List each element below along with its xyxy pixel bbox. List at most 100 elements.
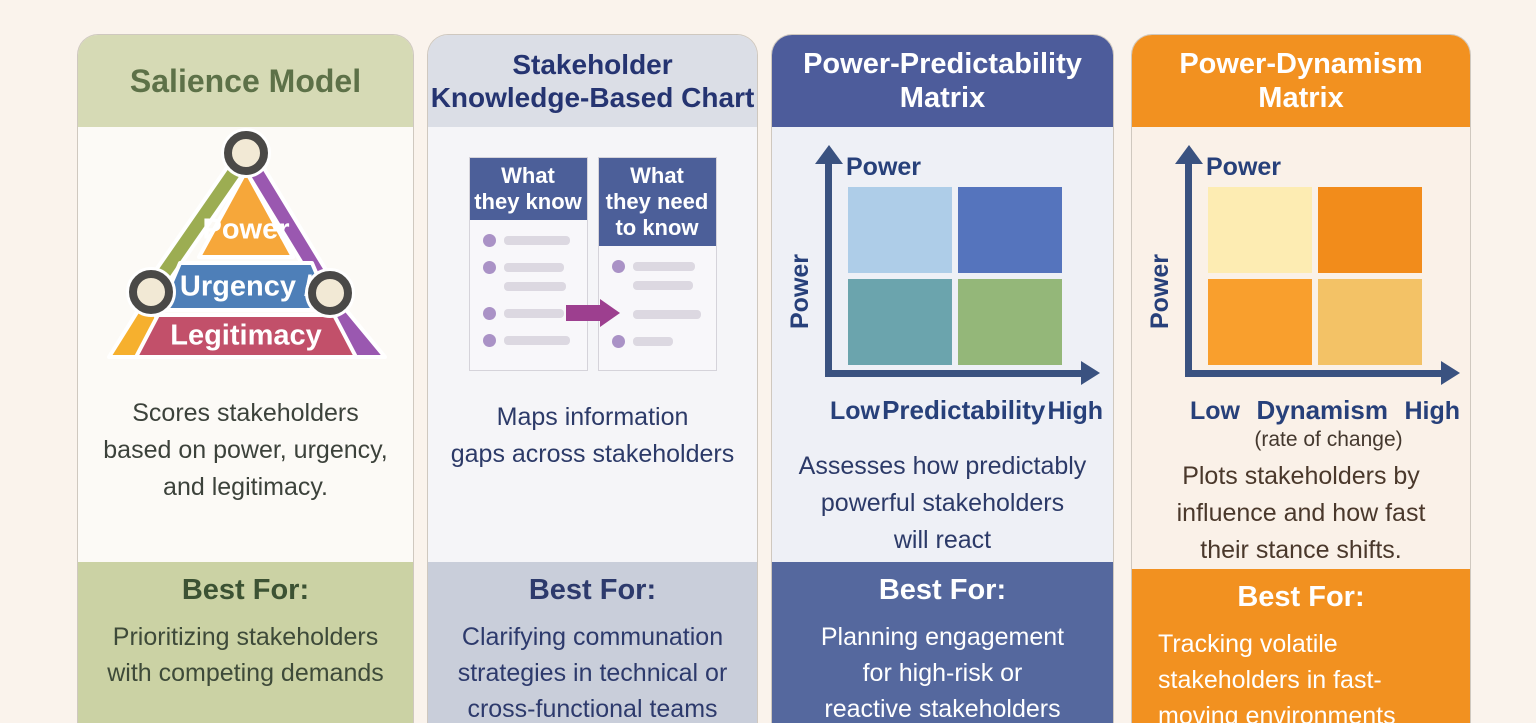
best-for-section: Best For: Prioritizing stakeholders with…	[78, 562, 413, 723]
know-panel-left: What they know	[468, 157, 588, 371]
bullet-line	[503, 236, 570, 245]
quadrant-bottom-right	[958, 279, 1062, 365]
card-title-line: Matrix	[899, 82, 986, 114]
best-for-section: Best For: Planning engagement for high-r…	[772, 562, 1113, 723]
panel-bullet-list	[599, 246, 716, 348]
bullet-dot	[482, 261, 496, 274]
best-for-text: Clarifying communation strategies in tec…	[428, 619, 757, 723]
best-for-text: Tracking volatile stakeholders in fast- …	[1132, 626, 1470, 723]
salience-triangle-diagram: Power Urgency / Legitimacy	[106, 128, 387, 359]
y-axis-side-label: Power	[1146, 253, 1174, 329]
card-power-dynamism: Power-Dynamism Matrix Power Power	[1132, 35, 1470, 723]
description-line: their stance shifts.	[1200, 536, 1402, 564]
bullet-row	[482, 234, 587, 247]
card-title-line: Stakeholder	[512, 49, 673, 80]
card-description: Scores stakeholders based on power, urge…	[78, 395, 413, 506]
best-for-line: strategies in technical or	[457, 659, 728, 687]
x-axis-labels: Low Dynamism High	[1190, 395, 1460, 426]
best-for-line: Prioritizing stakeholders	[112, 623, 379, 651]
description-line: influence and how fast	[1176, 499, 1426, 527]
description-line: powerful stakeholders	[820, 489, 1065, 517]
best-for-section: Best For: Clarifying communation strateg…	[428, 562, 757, 723]
card-body: What they know What they need	[428, 127, 757, 562]
matrix-diagram: Power Power Low Dynamism High	[1132, 145, 1470, 452]
panel-header-line: What	[501, 163, 555, 188]
card-header: Salience Model	[78, 35, 413, 127]
bullet-row	[611, 260, 716, 273]
matrix-plot-area: Power Power	[772, 145, 1113, 387]
card-salience-model: Salience Model Power Urgency / Le	[78, 35, 413, 723]
bullet-line	[632, 262, 695, 271]
description-line: will react	[893, 526, 992, 554]
best-for-label: Best For:	[181, 574, 310, 606]
card-header: Power-Predictability Matrix	[772, 35, 1113, 127]
best-for-text: Prioritizing stakeholders with competing…	[78, 619, 413, 691]
bullet-line	[632, 281, 693, 290]
y-axis-arrow-icon	[1175, 145, 1203, 164]
panel-bullet-list	[470, 220, 587, 347]
x-axis-high-label: High	[1404, 397, 1460, 425]
best-for-line: Planning engagement	[820, 623, 1065, 651]
triangle-node-top	[220, 128, 271, 178]
bullet-dot	[611, 260, 625, 273]
y-axis-label: Power	[1206, 153, 1282, 181]
bullet-dot	[482, 234, 496, 247]
best-for-line: stakeholders in fast-	[1158, 666, 1382, 694]
bullet-dot	[611, 335, 625, 348]
bullet-row	[483, 280, 587, 293]
description-line: Maps information	[496, 403, 689, 431]
card-header: Power-Dynamism Matrix	[1132, 35, 1470, 127]
bullet-line	[632, 337, 673, 346]
description-line: Scores stakeholders	[132, 399, 359, 427]
x-axis-arrow-icon	[1441, 361, 1460, 385]
description-line: Plots stakeholders by	[1182, 462, 1420, 490]
power-band-label: Power	[202, 214, 289, 246]
best-for-label: Best For:	[1237, 581, 1365, 613]
description-line: gaps across stakeholders	[450, 440, 735, 468]
card-description: Assesses how predictably powerful stakeh…	[772, 448, 1113, 559]
card-power-predictability: Power-Predictability Matrix Power Power	[772, 35, 1113, 723]
card-title-line: Power-Predictability	[803, 48, 1082, 80]
description-line: and legitimacy.	[163, 473, 328, 501]
bullet-row	[482, 334, 587, 347]
matrix-diagram: Power Power Low Predictability High	[772, 145, 1113, 426]
bullet-row	[612, 308, 716, 321]
card-knowledge-chart: Stakeholder Knowledge-Based Chart What t…	[428, 35, 757, 723]
quadrant-top-right	[1318, 187, 1422, 273]
know-panel-left-header: What they know	[469, 158, 587, 220]
card-body: Power Power Low Predictability High	[772, 127, 1113, 562]
x-axis-label: Dynamism	[1256, 395, 1388, 425]
best-for-line: Clarifying communation	[461, 623, 724, 651]
bullet-dot	[482, 334, 496, 347]
x-axis-sublabel: (rate of change)	[1254, 428, 1403, 451]
card-body: Power Power Low Dynamism High	[1132, 127, 1470, 569]
best-for-label: Best For:	[528, 574, 657, 606]
legitimacy-band	[133, 313, 358, 359]
card-description: Plots stakeholders by influence and how …	[1132, 458, 1470, 569]
triangle-node-left	[125, 267, 176, 317]
x-axis-arrow-icon	[1081, 361, 1100, 385]
description-line: based on power, urgency,	[103, 436, 388, 464]
know-panel-right-header: What they need to know	[598, 158, 716, 246]
panel-header-line: What	[630, 163, 684, 188]
power-band	[196, 169, 295, 259]
best-for-label: Best For:	[878, 574, 1007, 606]
quadrant-bottom-left	[848, 279, 952, 365]
y-axis-arrow-icon	[815, 145, 843, 164]
arrow-right-icon	[565, 299, 620, 327]
bullet-line	[503, 336, 570, 345]
arrow-shaft	[565, 305, 600, 321]
best-for-line: with competing demands	[107, 659, 384, 687]
know-panel-right: What they need to know	[597, 157, 717, 371]
description-line: Assesses how predictably	[798, 452, 1087, 480]
quadrant-top-right	[958, 187, 1062, 273]
bullet-row	[482, 307, 587, 320]
matrix-plot-area: Power Power	[1132, 145, 1470, 387]
best-for-line: for high-risk or	[862, 659, 1023, 687]
card-header: Stakeholder Knowledge-Based Chart	[428, 35, 757, 127]
triangle-left-edge	[144, 148, 252, 299]
bullet-line	[503, 263, 564, 272]
best-for-text: Planning engagement for high-risk or rea…	[772, 619, 1113, 723]
bullet-row	[612, 279, 716, 292]
legitimacy-band-label: Legitimacy	[170, 320, 322, 352]
